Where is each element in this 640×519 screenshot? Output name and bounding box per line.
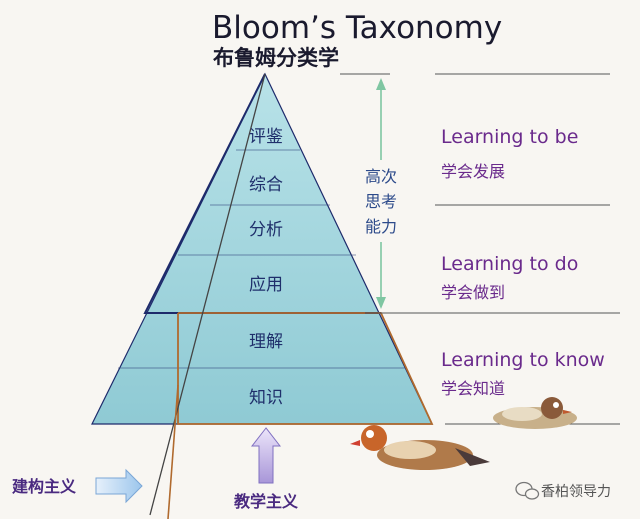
level-knowledge: 知识: [249, 388, 283, 408]
right-arrow-icon: [95, 468, 143, 504]
pillar-know-zh: 学会知道: [441, 379, 505, 398]
pillar-do-zh: 学会做到: [441, 283, 505, 302]
duck-icon: [350, 425, 490, 470]
level-evaluate: 评鉴: [249, 127, 283, 147]
orange-guide-line: [167, 384, 179, 519]
watermark-text: 香柏领导力: [541, 484, 611, 500]
pillar-know-en: Learning to know: [441, 349, 605, 371]
duck-icon: [493, 397, 577, 429]
title-chinese: 布鲁姆分类学: [213, 46, 339, 70]
label-constructivism: 建构主义: [12, 477, 76, 496]
up-arrow-icon: [250, 427, 282, 484]
pillar-be-en: Learning to be: [441, 126, 578, 148]
higher-order-line-2: 思考: [365, 192, 397, 211]
pillar-do-en: Learning to do: [441, 253, 578, 275]
level-application: 应用: [249, 275, 283, 295]
higher-order-label-bg: [356, 160, 406, 242]
wechat-icon: [515, 481, 540, 500]
level-comprehension: 理解: [249, 332, 283, 352]
higher-order-line-3: 能力: [365, 217, 397, 236]
left-guide-line: [149, 73, 266, 516]
level-synthesis: 综合: [249, 175, 283, 195]
higher-order-line-1: 高次: [365, 167, 397, 186]
label-instructivism: 教学主义: [234, 492, 298, 511]
pillar-be-zh: 学会发展: [441, 162, 505, 181]
title-english: Bloom’s Taxonomy: [212, 10, 502, 46]
level-analysis: 分析: [249, 220, 283, 240]
